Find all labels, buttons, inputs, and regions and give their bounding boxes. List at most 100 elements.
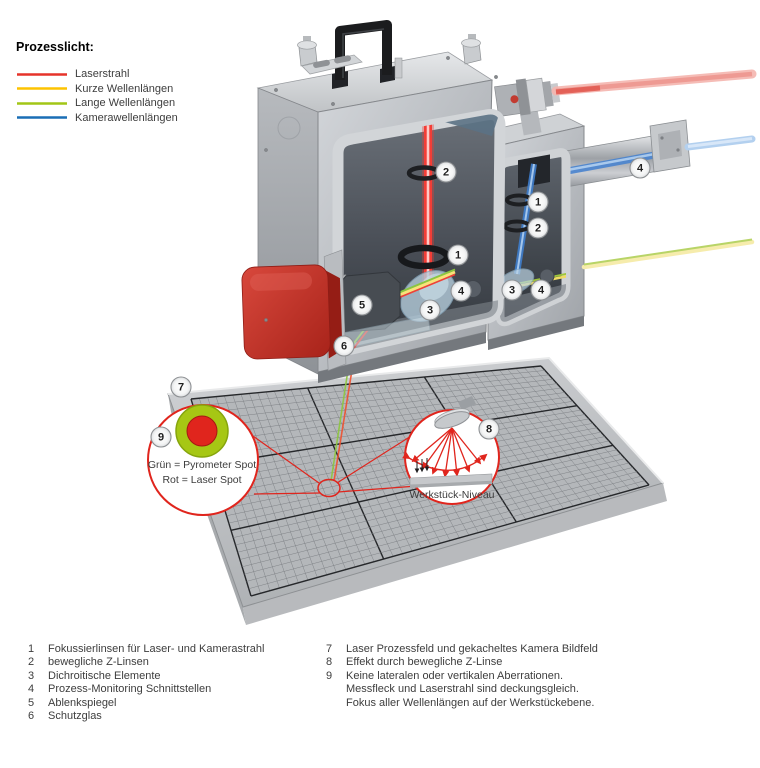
legend-item-long-wavelengths: Lange Wellenlängen (16, 96, 178, 111)
footnote-number: 2 (28, 656, 35, 669)
legend-swatch-laser (17, 72, 67, 76)
footnote-text: Laser Prozessfeld und gekacheltes Kamera… (346, 643, 598, 655)
callout-deflection-mirror: 5 (351, 294, 373, 316)
main-optics-box (241, 20, 506, 383)
svg-text:5: 5 (359, 300, 365, 312)
footnote-item: 2 bewegliche Z-Linsen (28, 656, 264, 669)
footnote-item: 9 Keine lateralen oder vertikalen Aberrat… (326, 670, 598, 683)
camera-module (464, 113, 756, 350)
footnote-number (326, 683, 346, 696)
footnote-text: Fokussierlinsen für Laser- und Kamerastr… (48, 643, 265, 655)
callout-spot-detail: 9 (150, 426, 172, 448)
footnote-text: Dichroitische Elemente (48, 669, 161, 682)
svg-text:2: 2 (535, 223, 541, 235)
legend-swatch-short (17, 87, 67, 91)
top-connector-left (297, 36, 318, 67)
fiber-coupler (494, 69, 757, 136)
footnote-number: 3 (28, 669, 35, 682)
workpiece-level-label: Werkstück-Niveau (410, 489, 495, 501)
focus-fan-arrows (402, 427, 488, 478)
callout-camera-z-lens: 2 (527, 217, 549, 239)
legend-label: Kamerawellenlängen (75, 111, 178, 124)
callout-main-focus-lens: 1 (447, 244, 469, 266)
footnote-item: 4 Prozess-Monitoring Schnittstellen (28, 683, 264, 696)
top-connector-right (461, 34, 482, 65)
svg-text:2: 2 (443, 167, 449, 179)
footnote-item: 7 Laser Prozessfeld und gekacheltes Kamer… (326, 643, 598, 656)
callout-camera-dichroic: 3 (501, 279, 523, 301)
footnote-item: Messfleck und Laserstrahl sind deckungsg… (326, 683, 598, 696)
svg-text:7: 7 (178, 382, 184, 394)
footnote-text: Effekt durch bewegliche Z-Linse (346, 656, 503, 669)
wavelength-beam-external (581, 238, 755, 270)
focused-beam-to-workpiece (330, 369, 353, 482)
svg-text:1: 1 (455, 250, 461, 262)
laser-spot (186, 415, 218, 447)
beam-bender-mirror (438, 114, 500, 136)
laser-beam-internal (422, 114, 434, 284)
box-interior (338, 114, 500, 350)
footnote-text: Messfleck und Laserstrahl sind deckungsg… (346, 683, 579, 696)
legend-swatch-camera (17, 116, 67, 120)
brand-logo (277, 116, 301, 140)
legend-item-short-wavelengths: Kurze Wellenlängen (16, 82, 178, 97)
footnote-number: 6 (28, 710, 35, 723)
callout-main-monitor-port: 4 (450, 280, 472, 302)
footnote-number: 5 (28, 696, 35, 709)
process-annotations (252, 430, 420, 498)
legend-item-camera-wavelengths: Kamerawellenlängen (16, 111, 178, 126)
legend-swatch-long (17, 101, 67, 105)
lens-glyph (434, 396, 476, 429)
screws (264, 56, 498, 322)
laser-spot-target (317, 478, 341, 498)
legend-label: Laserstrahl (75, 68, 130, 81)
spot-legend-line2: Rot = Laser Spot (162, 474, 241, 486)
svg-text:4: 4 (458, 286, 465, 298)
callout-process-field: 7 (170, 376, 192, 398)
svg-text:4: 4 (538, 285, 545, 297)
magnifier-spot: Grün = Pyrometer Spot Rot = Laser Spot (147, 404, 259, 516)
process-light-legend: Prozesslicht: Laserstrahl Kurze Wellenlä… (16, 40, 178, 125)
footnote-text: Keine lateralen oder vertikalen Aberrati… (346, 669, 564, 682)
footnote-item: Fokus aller Wellenlängen auf der Werkstü… (326, 697, 598, 710)
laser-beam-external (551, 69, 757, 96)
camera-beam-external (684, 135, 756, 151)
callout-camera-tube-port: 4 (629, 157, 651, 179)
footnote-number: 1 (28, 643, 35, 655)
svg-text:3: 3 (509, 285, 515, 297)
footnote-number: 9 (326, 669, 333, 682)
interface-plate (301, 54, 363, 75)
footnote-number: 4 (28, 683, 35, 696)
level-arrows (414, 458, 430, 474)
svg-text:6: 6 (341, 341, 347, 353)
footnote-number: 8 (326, 656, 333, 669)
svg-text:8: 8 (486, 424, 492, 436)
callout-protective-glass: 6 (333, 335, 355, 357)
callout-main-dichroic: 3 (419, 299, 441, 321)
magnifier-z-effect: Werkstück-Niveau (402, 396, 500, 505)
legend-label: Kurze Wellenlängen (75, 82, 174, 95)
svg-text:1: 1 (535, 197, 541, 209)
spot-legend-line1: Grün = Pyrometer Spot (148, 459, 256, 471)
callout-camera-focus-lens: 1 (527, 191, 549, 213)
footnotes-left: 1 Fokussierlinsen für Laser- und Kamerast… (28, 643, 264, 723)
callout-z-lens-effect: 8 (478, 418, 500, 440)
main-focus-lens (397, 244, 451, 270)
protective-glass (338, 315, 431, 350)
legend-title: Prozesslicht: (16, 40, 94, 54)
footnote-text: Fokus aller Wellenlängen auf der Werkstü… (346, 696, 595, 709)
laser-head-illustration: Grün = Pyrometer Spot Rot = Laser Spot (147, 20, 757, 625)
callouts: 2 1 4 3 5 6 1 2 3 4 4 7 8 9 (150, 157, 651, 448)
footnote-number: 7 (326, 643, 333, 655)
footnote-text: bewegliche Z-Linsen (48, 656, 149, 669)
svg-text:3: 3 (427, 305, 433, 317)
footnote-text: Prozess-Monitoring Schnittstellen (48, 683, 212, 696)
footnotes-right: 7 Laser Prozessfeld und gekacheltes Kamer… (326, 643, 598, 710)
legend-label: Lange Wellenlängen (75, 97, 176, 110)
footnote-item: 1 Fokussierlinsen für Laser- und Kamerast… (28, 643, 264, 656)
footnote-text: Ablenkspiegel (48, 696, 117, 709)
svg-text:4: 4 (637, 163, 644, 175)
legend-item-laser: Laserstrahl (16, 67, 178, 82)
